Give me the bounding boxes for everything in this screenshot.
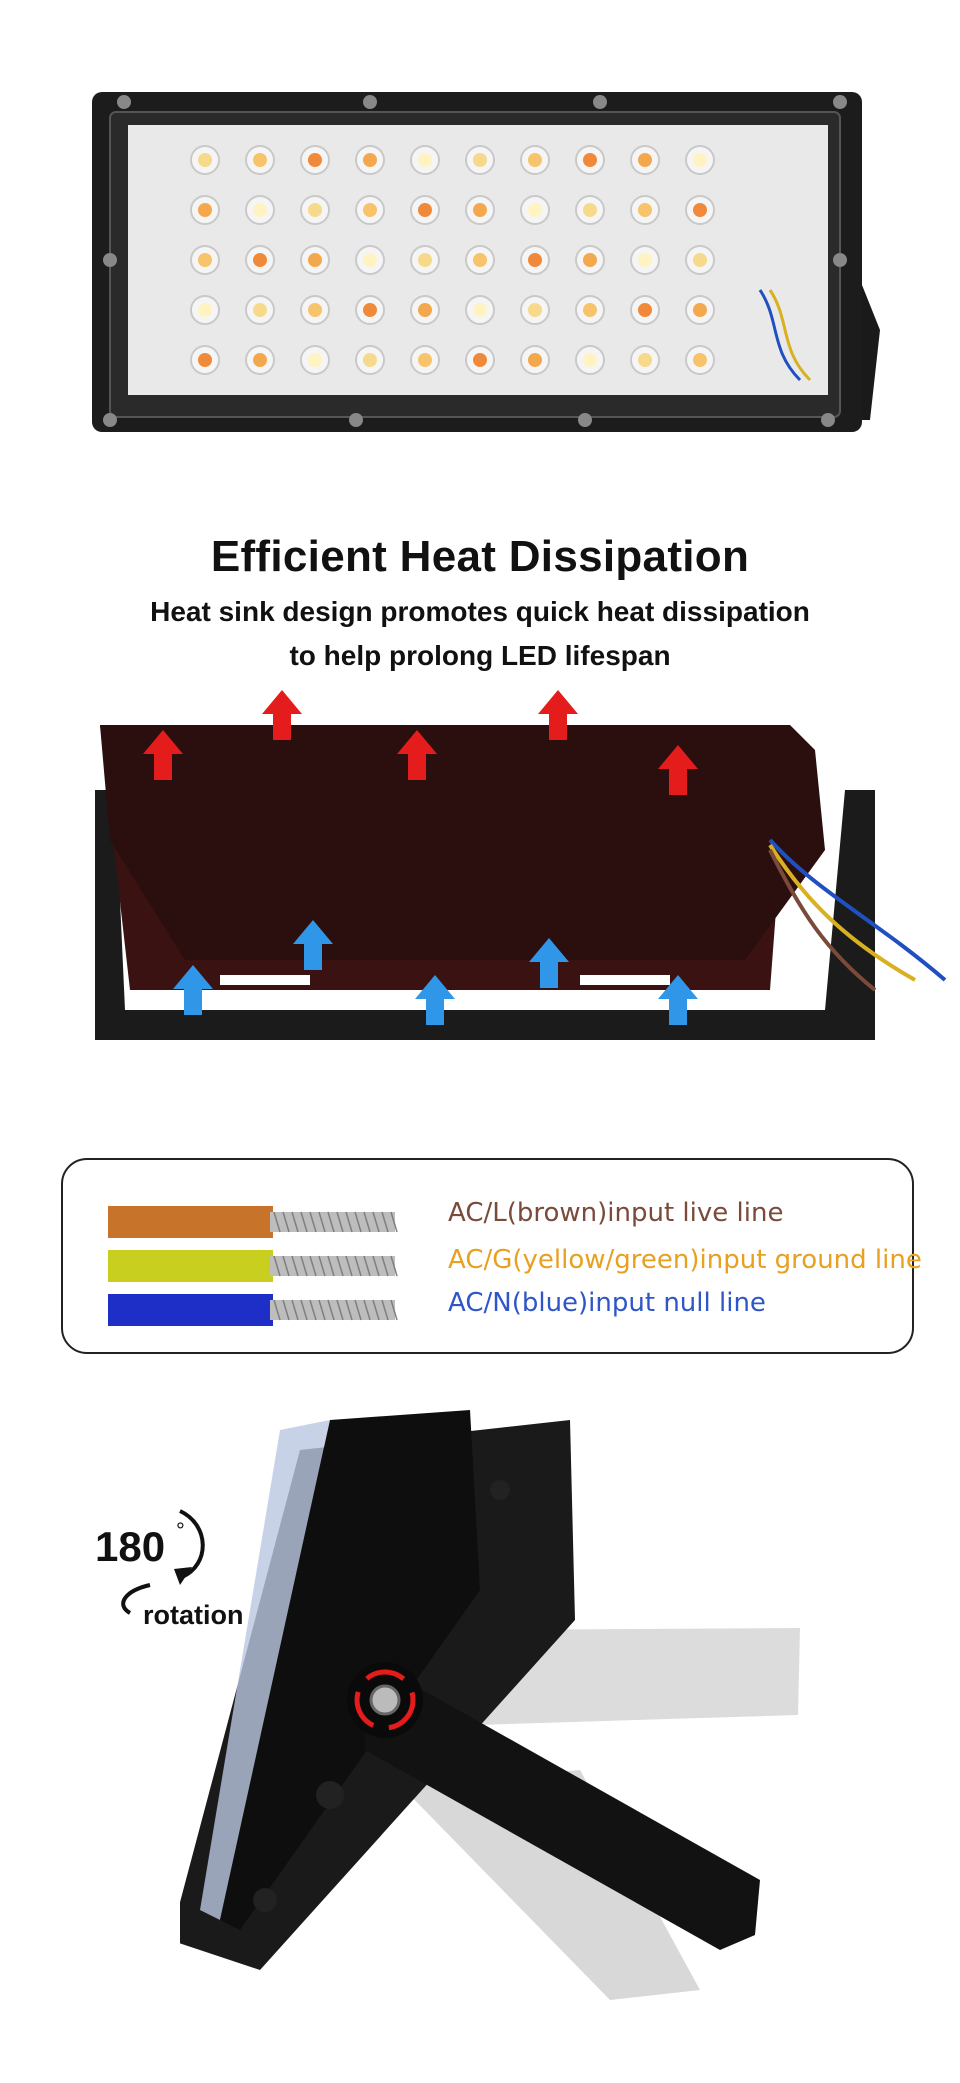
led-chip: [355, 295, 385, 325]
led-chip: [300, 245, 330, 275]
led-chip: [685, 195, 715, 225]
led-chip: [410, 195, 440, 225]
section-title: Efficient Heat Dissipation: [210, 532, 750, 581]
led-chip: [410, 245, 440, 275]
led-chip: [245, 345, 275, 375]
led-chip: [410, 295, 440, 325]
led-chip: [685, 345, 715, 375]
cool-air-arrow-icon: [415, 975, 455, 1025]
led-chip: [190, 245, 220, 275]
led-chip: [575, 195, 605, 225]
led-chip: [465, 245, 495, 275]
led-chip: [685, 245, 715, 275]
hot-air-arrow-icon: [658, 745, 698, 795]
led-chip: [300, 345, 330, 375]
rotation-label: rotation: [143, 1600, 244, 1630]
led-chip: [630, 195, 660, 225]
led-chip: [300, 145, 330, 175]
led-chip: [190, 295, 220, 325]
section-subtitle-line1: Heat sink design promotes quick heat dis…: [150, 596, 810, 627]
led-chip: [520, 245, 550, 275]
led-chip: [630, 295, 660, 325]
led-chip: [630, 245, 660, 275]
led-chip: [465, 195, 495, 225]
led-chip: [245, 295, 275, 325]
section-subtitle-line2: to help prolong LED lifespan: [289, 640, 671, 671]
led-chip: [300, 195, 330, 225]
hot-air-arrow-icon: [397, 730, 437, 780]
heat-sink-image: [95, 690, 947, 1065]
led-floodlight-front-image: [92, 92, 880, 432]
hot-air-arrow-icon: [538, 690, 578, 740]
hot-air-arrow-icon: [143, 730, 183, 780]
led-chip: [245, 195, 275, 225]
led-chip: [190, 195, 220, 225]
hot-air-arrow-icon: [262, 690, 302, 740]
led-chip: [575, 295, 605, 325]
led-chip: [465, 145, 495, 175]
led-chip: [190, 145, 220, 175]
led-chip: [520, 295, 550, 325]
floodlight-side-image: [180, 1410, 800, 2000]
wire-illustration: [108, 1206, 398, 1326]
wire-label-live: AC/L(brown)input live line: [448, 1198, 784, 1228]
cool-air-arrow-icon: [658, 975, 698, 1025]
led-chip: [575, 345, 605, 375]
led-chip: [520, 145, 550, 175]
wire-label-ground: AC/G(yellow/green)input ground line: [448, 1245, 922, 1275]
rotation-arrow-icon: [121, 1509, 205, 1615]
wiring-legend-box: [61, 1158, 914, 1354]
led-chip: [630, 345, 660, 375]
led-chip: [410, 145, 440, 175]
led-chip: [300, 295, 330, 325]
led-chip: [245, 245, 275, 275]
led-chip: [465, 345, 495, 375]
led-chip: [355, 345, 385, 375]
wire-sample: [108, 1250, 398, 1282]
led-chip: [685, 145, 715, 175]
led-chip: [410, 345, 440, 375]
led-chip: [245, 145, 275, 175]
led-chip: [465, 295, 495, 325]
wire-label-null: AC/N(blue)input null line: [448, 1288, 766, 1318]
led-chip: [520, 345, 550, 375]
led-chip: [630, 145, 660, 175]
rotation-degrees: 180: [95, 1523, 166, 1570]
wire-sample: [108, 1294, 398, 1326]
led-chip: [520, 195, 550, 225]
led-chip: [190, 345, 220, 375]
led-chip: [685, 295, 715, 325]
cool-air-arrow-icon: [529, 938, 569, 988]
led-chip: [355, 195, 385, 225]
cool-air-arrow-icon: [173, 965, 213, 1015]
wire-sample: [108, 1206, 398, 1238]
cool-air-arrow-icon: [293, 920, 333, 970]
led-chip: [575, 145, 605, 175]
led-chip: [575, 245, 605, 275]
degree-symbol: °: [176, 1518, 185, 1543]
led-chip: [355, 245, 385, 275]
led-chip: [355, 145, 385, 175]
